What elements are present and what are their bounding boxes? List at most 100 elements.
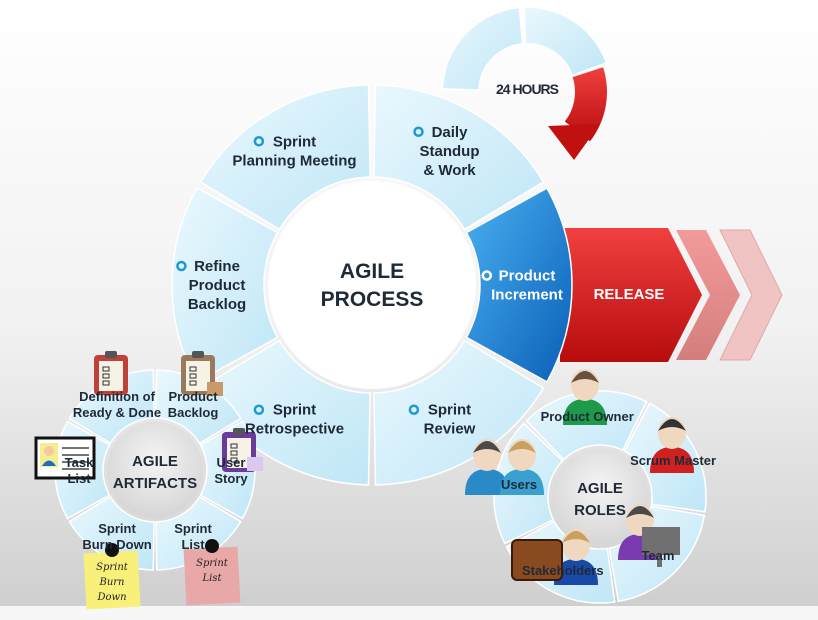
monitor-stand bbox=[657, 555, 662, 567]
bottom-divider bbox=[0, 606, 818, 620]
label-line: Review bbox=[424, 421, 476, 438]
label-line: List bbox=[181, 537, 205, 552]
product-backlog-clipboard-icon bbox=[181, 351, 215, 395]
label-line: Increment bbox=[491, 287, 563, 304]
label-line: Product bbox=[168, 389, 218, 404]
label-line: Sprint bbox=[428, 402, 471, 419]
bullet-icon bbox=[413, 126, 424, 138]
cycle-segment bbox=[441, 6, 524, 92]
label-line: Users bbox=[501, 477, 537, 492]
label-line: Backlog bbox=[168, 405, 219, 420]
bullet-icon bbox=[408, 404, 420, 415]
box-icon bbox=[247, 457, 263, 471]
sprint-burn-down-note bbox=[83, 543, 141, 610]
process-segment-2[interactable] bbox=[465, 187, 573, 383]
scrum-master-person-icon bbox=[650, 417, 694, 473]
segment-label: Product Owner bbox=[541, 409, 634, 424]
label-line: Ready & Done bbox=[73, 405, 161, 420]
label-line: Daily bbox=[432, 124, 469, 141]
user-person-icon bbox=[500, 439, 544, 495]
release-chevron-2 bbox=[676, 230, 740, 360]
roles-segment-0[interactable] bbox=[525, 390, 648, 461]
artifacts-segment-3[interactable] bbox=[155, 495, 242, 571]
label-line: Burn Down bbox=[82, 537, 151, 552]
briefcase-icon bbox=[511, 539, 563, 581]
sprint-list-note bbox=[183, 539, 241, 606]
monitor-icon bbox=[642, 527, 680, 555]
label-line: Definition of bbox=[79, 389, 155, 404]
pushpin-icon bbox=[105, 543, 119, 557]
process-hub bbox=[268, 181, 476, 389]
bullet-icon bbox=[481, 270, 493, 281]
product-owner-person-icon bbox=[563, 369, 607, 425]
artifacts-segment-0[interactable] bbox=[68, 369, 155, 445]
label-line: Sprint bbox=[98, 521, 136, 536]
label-line: Retrospective bbox=[245, 421, 344, 438]
release-label: RELEASE bbox=[594, 286, 665, 303]
label-line: & Work bbox=[423, 162, 476, 179]
label-line: Sprint bbox=[273, 402, 316, 419]
bullet-icon bbox=[253, 404, 265, 415]
release-chevron-3 bbox=[719, 229, 783, 361]
label-line: List bbox=[67, 471, 91, 486]
label-line: Task bbox=[65, 455, 94, 470]
label-line: Sprint bbox=[273, 133, 316, 150]
segment-label: Team bbox=[641, 548, 674, 563]
user-person-icon bbox=[465, 439, 509, 495]
definition-clipboard-icon bbox=[94, 351, 128, 395]
task-card-icon bbox=[34, 436, 96, 480]
release-arrow bbox=[560, 228, 783, 362]
process-segment-3[interactable] bbox=[373, 339, 545, 486]
artifacts-hub bbox=[107, 422, 203, 518]
stakeholder-person-icon bbox=[554, 529, 598, 585]
process-segment-1[interactable] bbox=[373, 84, 545, 231]
roles-hub bbox=[552, 449, 648, 545]
24-hours-cycle bbox=[441, 6, 609, 160]
segment-label: Scrum Master bbox=[630, 453, 716, 468]
box-icon bbox=[207, 382, 223, 396]
segment-label: Users bbox=[501, 477, 537, 492]
label-line: Story bbox=[214, 471, 248, 486]
pushpin-icon bbox=[205, 539, 219, 553]
label-line: Backlog bbox=[188, 296, 246, 313]
label-line: Stakeholders bbox=[522, 563, 604, 578]
segment-label: Stakeholders bbox=[522, 563, 604, 578]
cycle-red-segment bbox=[564, 67, 607, 142]
label-line: Sprint bbox=[174, 521, 212, 536]
label-line: Standup bbox=[420, 143, 480, 160]
process-segment-0[interactable] bbox=[199, 84, 371, 231]
agile-process-wheel bbox=[171, 84, 573, 486]
label-line: Product Owner bbox=[541, 409, 634, 424]
label-line: Scrum Master bbox=[630, 453, 716, 468]
label-line: Refine bbox=[194, 258, 240, 275]
icons-layer bbox=[34, 351, 694, 610]
cycle-segment bbox=[522, 6, 609, 77]
label-line: Product bbox=[189, 277, 246, 294]
label-line: Team bbox=[641, 548, 674, 563]
label-line: User bbox=[217, 455, 246, 470]
release-chevron-main bbox=[560, 228, 702, 362]
process-segment-5[interactable] bbox=[171, 187, 279, 383]
cycle-arrowhead-icon bbox=[548, 124, 600, 160]
label-line: Planning Meeting bbox=[232, 152, 356, 169]
24-hours-label: 24 HOURS bbox=[496, 81, 559, 97]
label-line: Product bbox=[499, 268, 556, 285]
